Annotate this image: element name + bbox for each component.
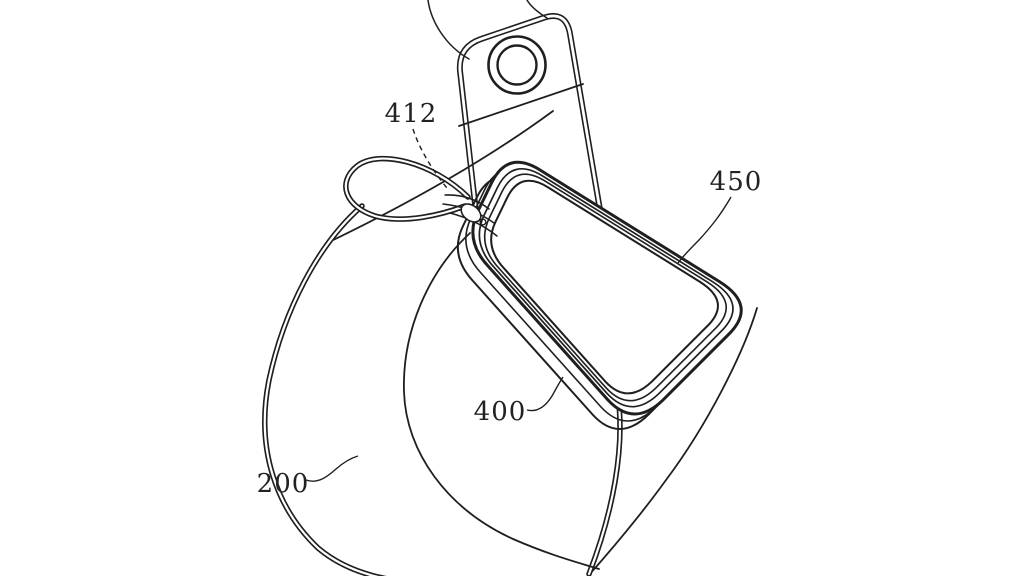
watch-bezel-inner (483, 173, 728, 402)
label-450: 450 (710, 167, 763, 197)
label-412: 412 (385, 99, 438, 129)
band-pin-nub (460, 203, 482, 223)
band-right-outer-edge (588, 307, 758, 576)
band-left-edge-core (263, 204, 380, 576)
cutoff-leader-left (427, 0, 470, 60)
leader-450 (677, 196, 732, 264)
label-200: 200 (257, 469, 310, 499)
watch-band (262, 155, 600, 576)
cutoff-leader-right (526, 0, 548, 19)
reference-labels: 412 450 400 200 (257, 99, 763, 499)
band-inner-edge (403, 232, 600, 570)
watch-bezel-outer (478, 167, 734, 408)
watch-display (490, 179, 719, 395)
camera-lens-icon (487, 35, 547, 95)
watch-body (456, 160, 743, 430)
tab-fold-crease (458, 83, 584, 127)
band-left-edge (262, 203, 387, 576)
leader-200 (305, 455, 359, 482)
band-knot (442, 194, 498, 237)
band-right (586, 307, 758, 576)
band-pin-dot (479, 218, 487, 226)
band-strap-edge (326, 110, 554, 244)
band-right-edge-core (587, 394, 622, 576)
label-400: 400 (474, 397, 527, 427)
leader-400 (526, 376, 564, 412)
band-fold-loop-core (344, 157, 470, 221)
